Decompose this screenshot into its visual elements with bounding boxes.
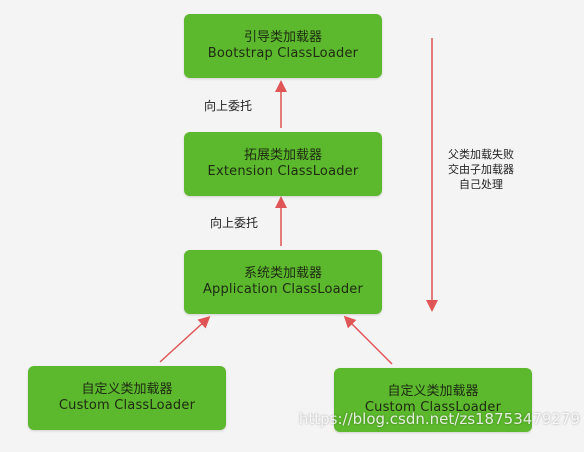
node-bootstrap-zh: 引导类加载器 <box>243 29 322 45</box>
node-extension-classloader: 拓展类加载器 Extension ClassLoader <box>184 132 382 196</box>
node-application-classloader: 系统类加载器 Application ClassLoader <box>184 250 382 314</box>
node-extension-en: Extension ClassLoader <box>207 164 359 179</box>
node-custom-classloader-right: 自定义类加载器 Custom ClassLoader <box>334 368 532 432</box>
side-note-line1: 父类加载失败 <box>448 148 514 161</box>
side-note: 父类加载失败 交由子加载器 自己处理 <box>436 148 526 193</box>
node-bootstrap-en: Bootstrap ClassLoader <box>207 46 359 61</box>
edge-label-ext-to-boot: 向上委托 <box>204 99 253 113</box>
edge-label-app-to-ext: 向上委托 <box>210 216 259 230</box>
node-custom-left-en: Custom ClassLoader <box>58 398 196 413</box>
node-custom-left-zh: 自定义类加载器 <box>81 381 173 397</box>
side-note-line3: 自己处理 <box>459 177 503 191</box>
node-custom-right-en: Custom ClassLoader <box>364 400 502 415</box>
watermark-url: https://blog.csdn.net/zs18753479279 <box>298 410 580 428</box>
arrow-customleft-to-app <box>159 315 211 363</box>
node-application-zh: 系统类加载器 <box>243 265 322 281</box>
node-custom-right-zh: 自定义类加载器 <box>387 383 479 399</box>
node-application-en: Application ClassLoader <box>202 282 364 297</box>
node-custom-classloader-left: 自定义类加载器 Custom ClassLoader <box>28 366 226 430</box>
arrow-customright-to-app <box>343 315 393 365</box>
side-note-line2: 交由子加载器 <box>448 162 514 176</box>
node-extension-zh: 拓展类加载器 <box>243 147 322 163</box>
node-bootstrap-classloader: 引导类加载器 Bootstrap ClassLoader <box>184 14 382 78</box>
